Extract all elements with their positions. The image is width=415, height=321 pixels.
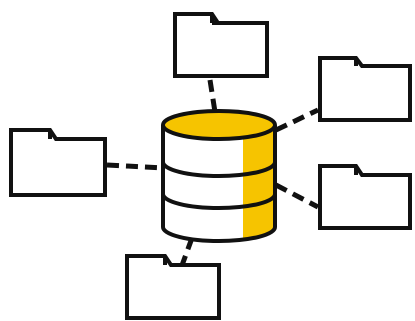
folder-icon [318,56,412,122]
connector-upper-right [274,107,320,133]
database-separator [161,193,277,210]
folder-icon [125,254,221,320]
connector-left [106,162,166,171]
database-icon [161,109,277,243]
database-top [161,109,277,141]
folder-icon [9,128,107,197]
database-separator [161,161,277,178]
folder-icon [318,164,412,230]
connector-top [207,79,218,113]
folder-icon [173,12,269,78]
connector-lower-right [274,182,320,210]
